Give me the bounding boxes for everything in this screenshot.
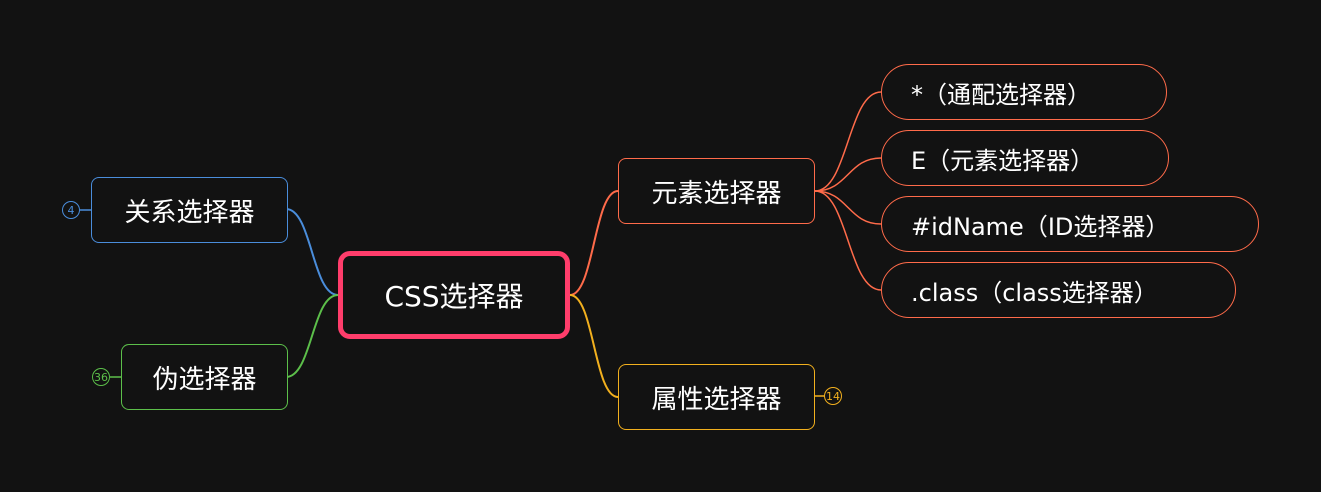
link-element-leaf-4: [814, 190, 882, 291]
root-node[interactable]: CSS选择器: [338, 251, 570, 339]
leaf-universal-selector-label: *（通配选择器）: [911, 80, 1091, 109]
link-root-pseudo: [285, 294, 339, 378]
link-element-leaf-3: [814, 190, 882, 225]
leaf-class-selector[interactable]: .class（class选择器）: [881, 262, 1236, 318]
link-element-leaf-1: [814, 91, 882, 192]
link-root-relation: [285, 208, 339, 296]
leaf-id-selector[interactable]: #idName（ID选择器）: [881, 196, 1259, 252]
leaf-element-selector[interactable]: E（元素选择器）: [881, 130, 1169, 186]
leaf-class-selector-label: .class（class选择器）: [911, 278, 1158, 307]
root-node-label: CSS选择器: [384, 280, 524, 313]
relation-count-badge[interactable]: 4: [62, 201, 80, 219]
link-element-leaf-2: [814, 157, 882, 192]
branch-relation-selector[interactable]: 关系选择器: [91, 177, 288, 243]
branch-pseudo-selector[interactable]: 伪选择器: [121, 344, 288, 410]
branch-element-selector[interactable]: 元素选择器: [618, 158, 815, 224]
leaf-id-selector-label: #idName（ID选择器）: [911, 212, 1170, 241]
branch-attribute-selector-label: 属性选择器: [651, 384, 782, 415]
pseudo-count-badge[interactable]: 36: [92, 368, 110, 386]
leaf-element-selector-label: E（元素选择器）: [911, 146, 1095, 175]
leaf-universal-selector[interactable]: *（通配选择器）: [881, 64, 1167, 120]
branch-attribute-selector[interactable]: 属性选择器: [618, 364, 815, 430]
branch-pseudo-selector-label: 伪选择器: [152, 364, 257, 395]
branch-element-selector-label: 元素选择器: [651, 178, 782, 209]
link-root-attribute: [569, 294, 619, 398]
branch-relation-selector-label: 关系选择器: [124, 197, 255, 228]
link-root-element: [569, 190, 619, 296]
attribute-count-badge[interactable]: 14: [824, 387, 842, 405]
